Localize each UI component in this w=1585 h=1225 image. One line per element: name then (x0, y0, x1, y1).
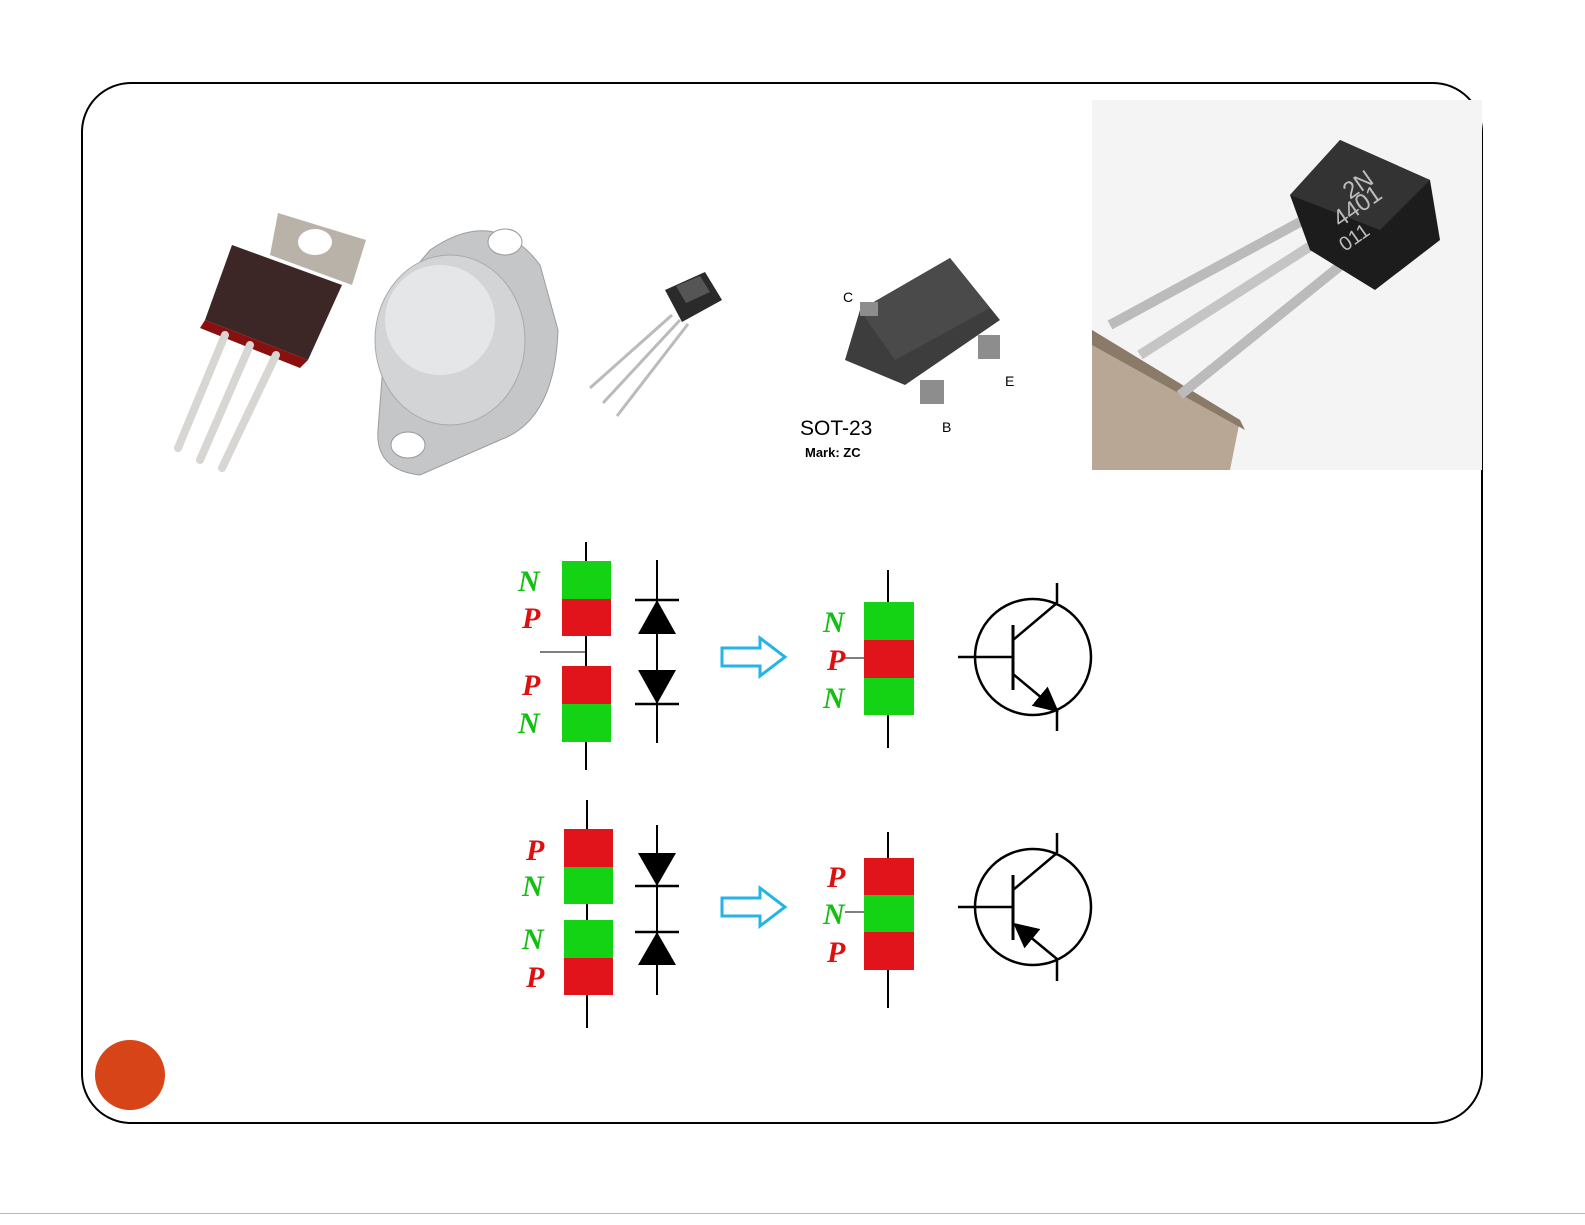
pnp-top-n-region (564, 867, 613, 904)
pnp-combined-n: N (822, 898, 846, 931)
pnp-combined-p1: P (826, 861, 846, 894)
npn-combined-layers: N P N (822, 570, 914, 748)
npn-diode-symbols (635, 560, 679, 743)
npn-top-p-region (562, 599, 611, 636)
npn-label-p2: P (521, 669, 541, 702)
npn-label-n1: N (517, 565, 541, 598)
npn-combined-n2: N (822, 682, 846, 715)
npn-top-n-region (562, 561, 611, 599)
pnp-transistor-symbol (958, 833, 1091, 981)
npn-combined-n1: N (822, 606, 846, 639)
pnp-label-p1: P (525, 834, 545, 867)
npn-two-diode-stack: N P P N (517, 542, 611, 770)
bottom-divider (0, 1213, 1585, 1214)
npn-transistor-symbol (958, 583, 1091, 731)
pnp-combined-p2: P (826, 936, 846, 969)
npn-label-n2: N (517, 707, 541, 740)
pnp-combined-layers: P N P (822, 832, 914, 1008)
pnp-label-p2: P (525, 961, 545, 994)
pnp-arrow-icon (722, 888, 785, 926)
npn-arrow-icon (722, 638, 785, 676)
npn-bottom-p-region (562, 666, 611, 704)
pnp-top-p-region (564, 829, 613, 867)
pnp-label-n1: N (521, 870, 545, 903)
npn-combined-p: P (826, 644, 846, 677)
pnp-bottom-n-region (564, 920, 613, 958)
npn-label-p1: P (521, 602, 541, 635)
npn-bottom-n-region (562, 704, 611, 742)
pnp-label-n2: N (521, 923, 545, 956)
slide-bullet-dot (95, 1040, 165, 1110)
pnp-two-diode-stack: P N N P (521, 800, 613, 1028)
pnp-bottom-p-region (564, 958, 613, 995)
pnp-diode-symbols (635, 825, 679, 995)
